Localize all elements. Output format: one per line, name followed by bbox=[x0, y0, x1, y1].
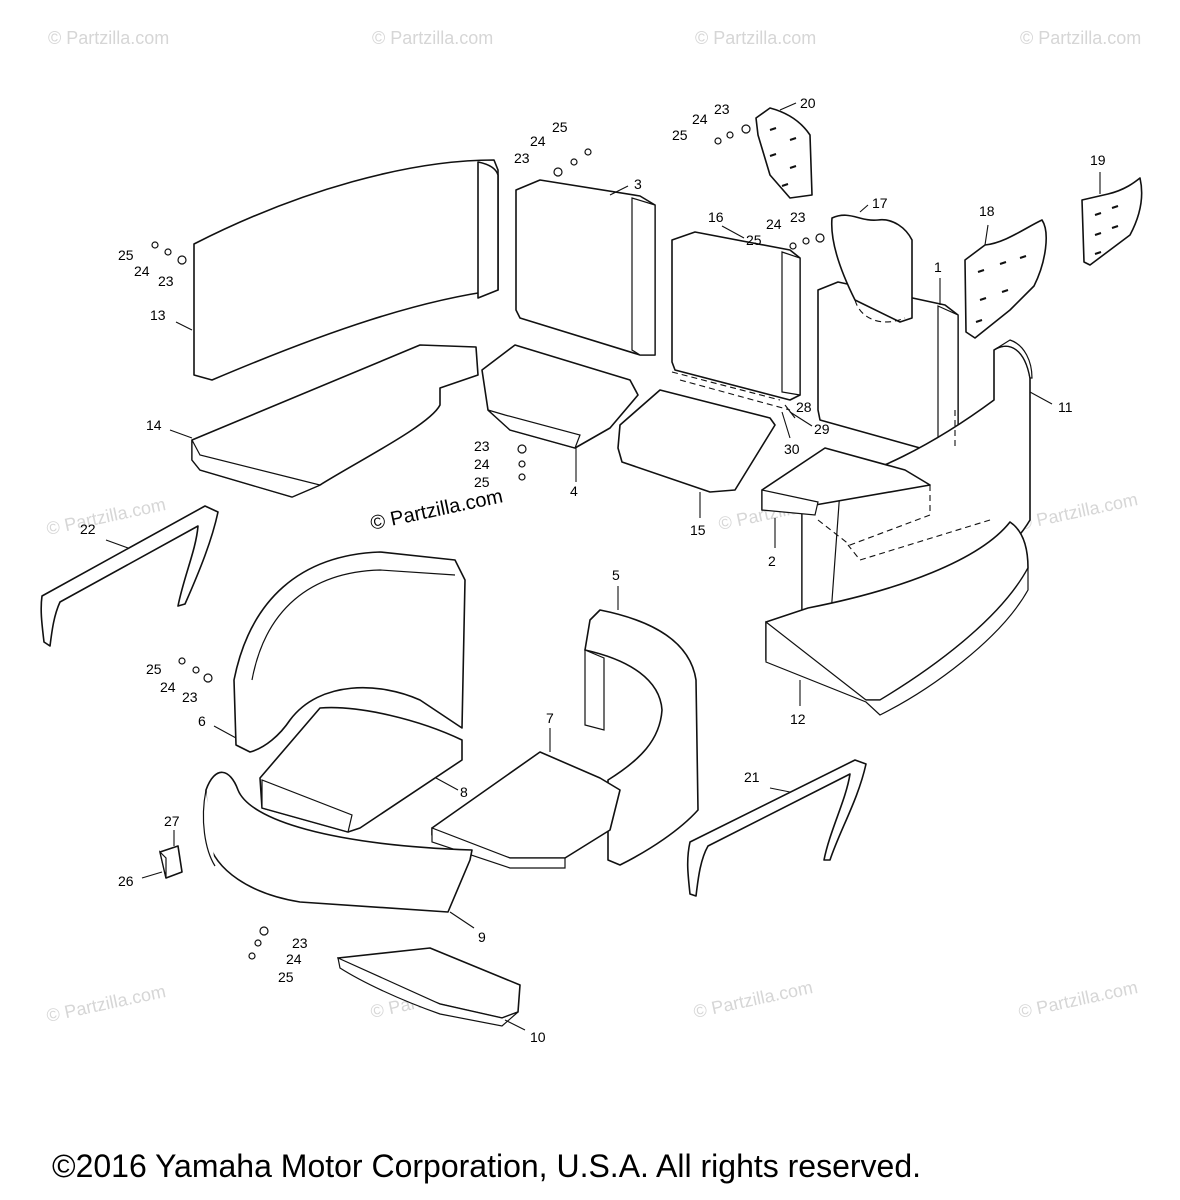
callout-6: 6 bbox=[198, 713, 206, 729]
callout-24: 24 bbox=[692, 111, 708, 127]
brand-watermark: © Partzilla.com bbox=[368, 485, 504, 535]
callout-22: 22 bbox=[80, 521, 96, 537]
callout-group-28-30: 28 29 30 bbox=[781, 399, 830, 457]
hardware-group-3: 23 24 25 bbox=[514, 119, 592, 177]
part-16-backrest: 16 bbox=[671, 209, 801, 401]
part-9-base: 9 bbox=[202, 771, 486, 945]
callout-24: 24 bbox=[134, 263, 150, 279]
part-20-panel: 20 bbox=[755, 95, 816, 199]
watermark: © Partzilla.com bbox=[48, 28, 169, 48]
part-12-seat: 12 bbox=[765, 519, 1029, 727]
part-17-panel: 17 bbox=[830, 195, 913, 323]
callout-23: 23 bbox=[474, 438, 490, 454]
watermark: © Partzilla.com bbox=[695, 28, 816, 48]
callout-23: 23 bbox=[714, 101, 730, 117]
callout-11: 11 bbox=[1058, 399, 1073, 415]
part-21-trim: 21 bbox=[686, 759, 867, 897]
part-13-backrest: 13 bbox=[150, 159, 499, 381]
callout-24: 24 bbox=[160, 679, 176, 695]
callout-18: 18 bbox=[979, 203, 995, 219]
callout-21: 21 bbox=[744, 769, 760, 785]
callout-1: 1 bbox=[934, 259, 942, 275]
part-22-trim: 22 bbox=[40, 505, 219, 647]
callout-24: 24 bbox=[474, 456, 490, 472]
part-26-27-bracket: 27 26 bbox=[118, 813, 183, 889]
callout-14: 14 bbox=[146, 417, 162, 433]
callout-25: 25 bbox=[118, 247, 134, 263]
part-10-cushion: 10 bbox=[337, 947, 546, 1045]
callout-13: 13 bbox=[150, 307, 166, 323]
callout-10: 10 bbox=[530, 1029, 546, 1045]
hardware-group-9: 23 24 25 bbox=[248, 926, 308, 985]
part-15-seat: 15 bbox=[617, 371, 791, 538]
part-18-panel: 18 bbox=[964, 203, 1047, 339]
callout-12: 12 bbox=[790, 711, 806, 727]
callout-16: 16 bbox=[708, 209, 724, 225]
callout-23: 23 bbox=[514, 150, 530, 166]
callout-23: 23 bbox=[158, 273, 174, 289]
callout-23: 23 bbox=[292, 935, 308, 951]
callout-25: 25 bbox=[146, 661, 162, 677]
copyright-notice: ©2016 Yamaha Motor Corporation, U.S.A. A… bbox=[52, 1148, 922, 1184]
callout-25: 25 bbox=[552, 119, 568, 135]
watermark: © Partzilla.com bbox=[1017, 977, 1140, 1022]
callout-7: 7 bbox=[546, 710, 554, 726]
hardware-group-20: 25 24 23 bbox=[672, 101, 751, 145]
part-4-seat: 4 bbox=[481, 344, 639, 499]
part-8-seat: 8 bbox=[259, 706, 468, 833]
callout-23: 23 bbox=[182, 689, 198, 705]
callout-20: 20 bbox=[800, 95, 816, 111]
callout-24: 24 bbox=[530, 133, 546, 149]
callout-23: 23 bbox=[790, 209, 806, 225]
callout-19: 19 bbox=[1090, 152, 1106, 168]
part-2-seat: 2 bbox=[761, 447, 931, 569]
callout-25: 25 bbox=[474, 474, 490, 490]
watermark: © Partzilla.com bbox=[45, 981, 168, 1026]
callout-8: 8 bbox=[460, 784, 468, 800]
callout-2: 2 bbox=[768, 553, 776, 569]
callout-25: 25 bbox=[746, 232, 762, 248]
part-14-seat: 14 bbox=[146, 344, 479, 498]
grommet-group bbox=[769, 127, 797, 187]
callout-17: 17 bbox=[872, 195, 888, 211]
callout-5: 5 bbox=[612, 567, 620, 583]
hardware-group-13: 25 24 23 bbox=[118, 241, 187, 289]
watermark: © Partzilla.com bbox=[1020, 28, 1141, 48]
watermark: © Partzilla.com bbox=[45, 494, 168, 539]
callout-24: 24 bbox=[766, 216, 782, 232]
callout-9: 9 bbox=[478, 929, 486, 945]
hardware-group-4: 23 24 25 bbox=[474, 438, 527, 490]
grommet-group bbox=[975, 255, 1027, 323]
callout-4: 4 bbox=[570, 483, 578, 499]
hardware-group-6: 25 24 23 bbox=[146, 657, 213, 705]
callout-15: 15 bbox=[690, 522, 706, 538]
grommet-group bbox=[1094, 205, 1119, 255]
callout-30: 30 bbox=[784, 441, 800, 457]
part-6-backrest: 6 bbox=[198, 551, 466, 753]
part-3-backrest: 3 bbox=[515, 176, 656, 356]
callout-3: 3 bbox=[634, 176, 642, 192]
callout-25: 25 bbox=[672, 127, 688, 143]
callout-26: 26 bbox=[118, 873, 134, 889]
callout-25: 25 bbox=[278, 969, 294, 985]
watermark: © Partzilla.com bbox=[692, 977, 815, 1022]
callout-29: 29 bbox=[814, 421, 830, 437]
callout-28: 28 bbox=[796, 399, 812, 415]
watermark: © Partzilla.com bbox=[372, 28, 493, 48]
callout-27: 27 bbox=[164, 813, 180, 829]
callout-24: 24 bbox=[286, 951, 302, 967]
watermark: © Partzilla.com bbox=[1017, 489, 1140, 534]
part-7-seat: 7 bbox=[431, 710, 621, 869]
hardware-group-16: 25 24 23 bbox=[746, 209, 825, 250]
part-19-panel: 19 bbox=[1081, 152, 1143, 266]
